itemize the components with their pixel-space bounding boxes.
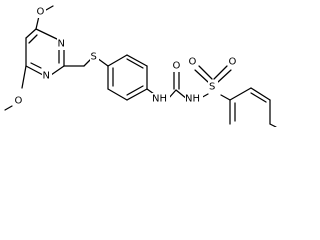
label-mask-o-urea [172,60,182,72]
bond-tol3 [250,87,271,101]
bond-c4-o-top [35,15,40,30]
methoxy-top-oxygen-label: O [37,7,45,18]
label-mask-o-bottom [14,95,24,107]
bond-s-tolyl [220,94,231,101]
chemical-structure: O N N O S NH O NH S O O [4,5,277,127]
urea-nh-left-label: NH [152,94,167,105]
label-mask-o-sulf-right [228,56,238,68]
label-mask-nh-right [185,93,203,105]
label-mask-s-sulfonyl [208,81,218,93]
benzene-ring-tolyl [229,87,277,127]
bond-tol3-inner [250,92,267,103]
bond-ar5 [126,54,148,67]
bond-n-top-c4 [35,28,60,41]
urea-nh-right-label: NH [185,94,200,105]
bond-s-o-right-b [213,65,228,80]
label-mask-o-top [36,6,46,18]
bond-n-bottom-c2 [50,65,65,76]
bond-methyl-bottom [4,105,13,111]
benzene-ring-central [107,54,148,101]
bond-c6-o-bottom [21,65,27,89]
label-mask-n-bottom [42,70,52,82]
bond-s-o-left-a [194,69,209,83]
bond-ar3 [126,88,148,101]
bond-c5-c4-inner [28,34,38,44]
atom-labels: O N N O S NH O NH S O O [14,6,238,107]
bond-s-o-right-a [217,69,232,83]
bond-c6-n-bottom-inner [30,62,42,69]
bond-c6-n-bottom [25,65,44,76]
bond-c5-c4 [25,28,37,39]
pyrimidine-n-top-label: N [58,39,65,50]
bonds [4,5,277,127]
label-mask-s-thio [90,51,99,63]
thioether-sulfur-label: S [91,52,97,63]
label-mask-nh-left [152,93,170,105]
bond-ar6 [107,54,128,67]
bond-s-o-left-b [198,65,213,80]
pyrimidine-n-bottom-label: N [43,71,50,82]
methoxy-bottom-oxygen-label: O [15,96,23,107]
urea-oxygen-label: O [173,61,181,72]
label-mask-o-sulf-left [188,56,198,68]
bond-methyl-top [45,5,54,11]
bond-tol-methyl [269,123,277,127]
label-mask-n-top [57,38,67,50]
sulfonyl-oxygen-right-label: O [229,57,237,68]
sulfonyl-oxygen-left-label: O [189,57,197,68]
bond-tol2 [229,87,252,101]
bond-ar5-inner [126,58,144,69]
bond-ar2 [107,88,128,101]
bond-ar3-inner [126,85,144,96]
pyrimidine-ring [21,15,85,89]
sulfonyl-sulfur-label: S [209,82,215,93]
